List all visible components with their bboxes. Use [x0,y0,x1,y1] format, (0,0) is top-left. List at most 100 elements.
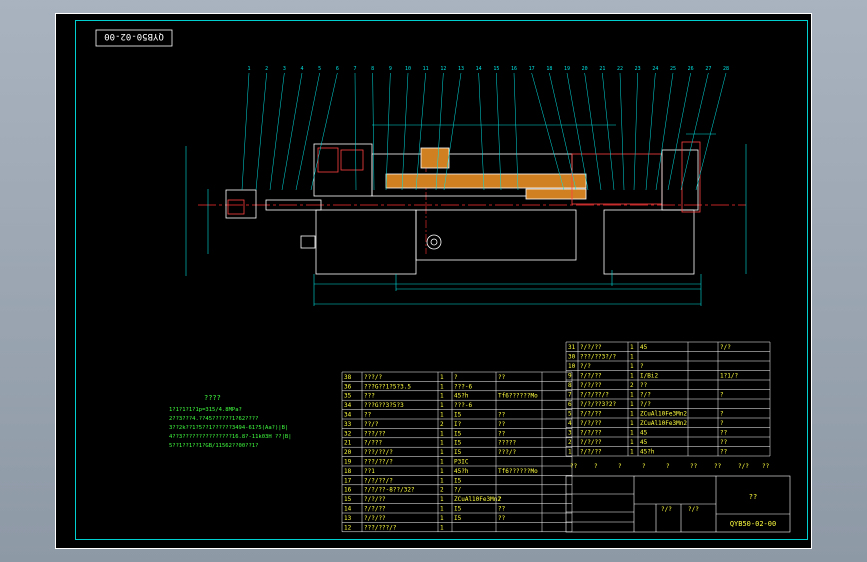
bom-cell: 4 [568,420,572,427]
balloon-number: 10 [405,66,411,72]
bom-cell: 1 [568,449,572,456]
balloon-number: 14 [476,66,482,72]
bom-cell: P3IC [454,459,469,466]
bom-cell: ?/?/?? [364,506,386,513]
balloon-number: 5 [318,66,321,72]
balloon-number: 23 [635,66,641,72]
balloon-number: 7 [353,66,356,72]
bom-cell: ?/?/??-8??/32? [364,487,415,494]
balloon-number: 2 [265,66,268,72]
bom-cell: ?/?/?? [580,449,602,456]
bom-cell: 30 [568,354,576,361]
bom-cell: 17 [344,477,352,484]
bom-cell: ???/? [364,374,382,381]
bom-cell: ? [720,420,724,427]
bom-cell: 14 [344,506,352,513]
bom-header-cell: ?? [714,463,722,470]
bom-cell: ?/??? [364,440,382,447]
balloon-number: 11 [423,66,429,72]
title-block-scale-label: ?/? [661,506,672,513]
bom-cell: ?? [720,439,728,446]
bom-cell: ???/??/? [364,449,393,456]
leader-line [401,72,409,191]
leader-line [372,72,375,191]
bom-cell: 1 [630,373,634,380]
bom-cell: ??? [364,393,375,400]
bom-cell: 1 [440,506,444,513]
bom-cell: Tf6??????Mo [498,393,538,400]
balloon-number: 21 [599,66,605,72]
balloon-number: 8 [371,66,374,72]
bom-cell: ???/???/? [364,524,397,531]
bom-cell: 6 [568,401,572,408]
bom-cell: ???-6 [454,402,472,409]
bom-cell: 1 [440,524,444,531]
bom-cell: ???-6 [454,383,472,390]
cad-drawing: QYB50-02-00 [95,29,791,533]
bom-header-cell: ? [666,463,670,470]
bom-cell: 18 [344,468,352,475]
bom-cell: I5 [454,430,462,437]
bom-cell: 8 [568,382,572,389]
bom-cell: ?/?/??/? [364,477,393,484]
bom-cell: 3 [568,430,572,437]
bom-cell: 12 [344,524,352,531]
bom-cell: 1 [440,449,444,456]
bom-cell: 16 [344,487,352,494]
bom-cell: ?/?/?? [580,344,602,351]
bom-header-cell: ? [618,463,622,470]
balloon-number: 22 [617,66,623,72]
balloon-number: 27 [705,66,711,72]
bom-cell: ???G??1?5?3.5 [364,383,411,390]
bom-cell: 38 [344,374,352,381]
balloon-number: 25 [670,66,676,72]
bom-cell: ?/?/?? [580,420,602,427]
leader-line [310,72,338,191]
leader-line [645,72,656,191]
bom-cell: 32 [344,430,352,437]
bom-cell: 36 [344,383,352,390]
bom-cell: ??/? [364,421,379,428]
bom-cell: 34 [344,402,352,409]
bom-cell: ZCuAl10Fe3Mn2 [640,411,687,418]
bom-cell: I5 [454,412,462,419]
bom-cell: ?? [640,382,648,389]
leader-line [443,72,462,191]
bom-cell: I/Bi2 [640,373,658,380]
leader-line [619,72,625,191]
balloon-number: 4 [300,66,303,72]
bom-cell: 33 [344,421,352,428]
bom-cell: 45 [640,344,648,351]
leader-line [269,72,285,191]
bom-cell: ?? [498,515,506,522]
bom-cell: ?/?/?? [364,515,386,522]
leader-line [549,72,577,191]
bom-cell: I5 [454,506,462,513]
title-block [565,475,791,533]
leader-line [496,72,502,191]
leader-line [633,72,638,191]
tech-req-line: 3??2k??1?5??1??????3494-61?5(Aa?)|B| [169,425,288,431]
bom-cell: ?? [498,412,506,419]
bom-cell: I5 [454,515,462,522]
bom-cell: 2 [568,439,572,446]
bom-cell: ?/? [640,401,651,408]
drawing-sheet: QYB50-02-00 [55,13,812,549]
bom-cell: ???/?? [364,430,386,437]
bom-cell: ?? [720,449,728,456]
bom-cell: 10 [568,363,576,370]
bom-cell: 20 [344,449,352,456]
balloon-number: 12 [440,66,446,72]
leader-line [655,72,674,191]
bom-cell: 45?h [454,468,469,475]
bom-cell: 1 [440,430,444,437]
tech-req-line: 5??1??1??1?GB/11562??00??1? [169,443,258,449]
balloon-number: 18 [546,66,552,72]
leader-line [602,72,615,191]
leader-line [566,72,589,191]
bom-cell: 34 [344,412,352,419]
bom-cell: I5 [454,440,462,447]
bom-cell: 1 [630,411,634,418]
drawing-frame [75,20,808,540]
